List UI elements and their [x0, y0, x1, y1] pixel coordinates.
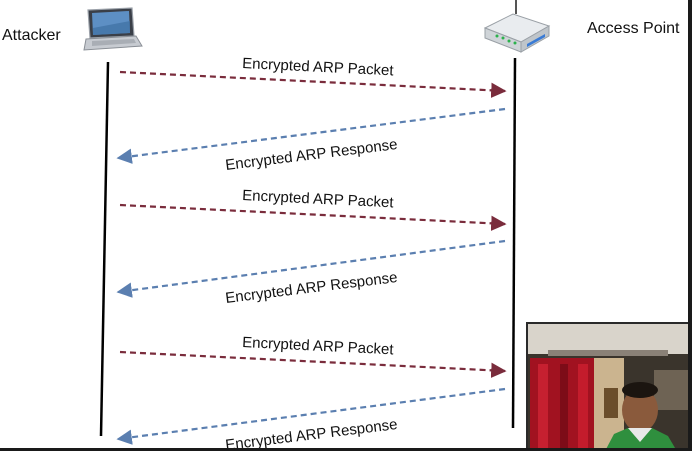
router-icon [483, 0, 551, 53]
laptop-icon [83, 7, 143, 51]
response-arrow [116, 107, 506, 164]
message-label: Encrypted ARP Response [224, 269, 398, 307]
frame-border-bottom [0, 448, 692, 451]
response-arrow [116, 387, 506, 445]
packet-arrow [119, 70, 507, 99]
message-label: Encrypted ARP Packet [242, 334, 395, 358]
access-point-lifeline [511, 57, 517, 429]
message-label: Encrypted ARP Packet [242, 187, 395, 211]
packet-arrow [119, 350, 507, 379]
message-label: Encrypted ARP Packet [242, 55, 395, 79]
attacker-lifeline [99, 61, 110, 437]
webcam-presenter-image [526, 322, 692, 451]
packet-arrow [119, 203, 507, 232]
access-point-label: Access Point [587, 20, 680, 37]
attacker-label: Attacker [2, 27, 61, 44]
message-label: Encrypted ARP Response [224, 136, 398, 174]
message-label: Encrypted ARP Response [224, 416, 398, 451]
response-arrow [116, 239, 506, 298]
frame-border-right [688, 0, 692, 451]
